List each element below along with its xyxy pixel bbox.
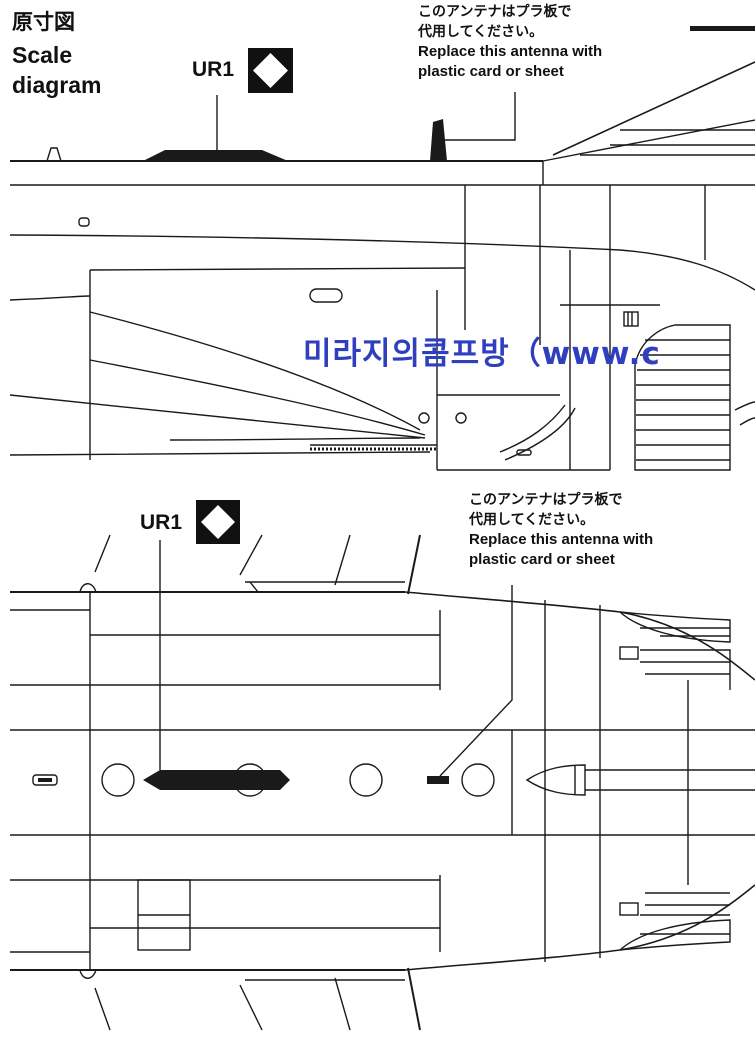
- bottom-view-fuselage: [10, 534, 755, 1031]
- note-jp-line2: 代用してください。: [469, 512, 595, 528]
- side-view-fuselage: [9, 26, 755, 471]
- ur1-label-top: UR1: [192, 58, 235, 81]
- watermark-text: 미라지의콤프방（www.c: [303, 336, 661, 372]
- note-en-line1: Replace this antenna with: [418, 43, 603, 60]
- title-english-line2: diagram: [12, 72, 102, 98]
- diamond-marker-icon: [196, 500, 240, 544]
- antenna-note-bottom: このアンテナはプラ板で 代用してください。 Replace this anten…: [469, 490, 653, 570]
- ur1-label-bottom: UR1: [140, 511, 183, 534]
- title-english-line1: Scale: [12, 42, 73, 68]
- note-jp-line2: 代用してください。: [418, 24, 544, 40]
- antenna-note-top: このアンテナはプラ板で 代用してください。 Replace this anten…: [418, 2, 602, 82]
- note-jp-line1: このアンテナはプラ板で: [418, 4, 572, 20]
- diamond-marker-icon: [248, 48, 293, 93]
- note-en-line2: plastic card or sheet: [469, 551, 615, 568]
- note-jp-line1: このアンテナはプラ板で: [469, 492, 623, 508]
- title-japanese: 原寸図: [12, 10, 75, 34]
- note-en-line1: Replace this antenna with: [469, 531, 654, 548]
- note-en-line2: plastic card or sheet: [418, 63, 564, 80]
